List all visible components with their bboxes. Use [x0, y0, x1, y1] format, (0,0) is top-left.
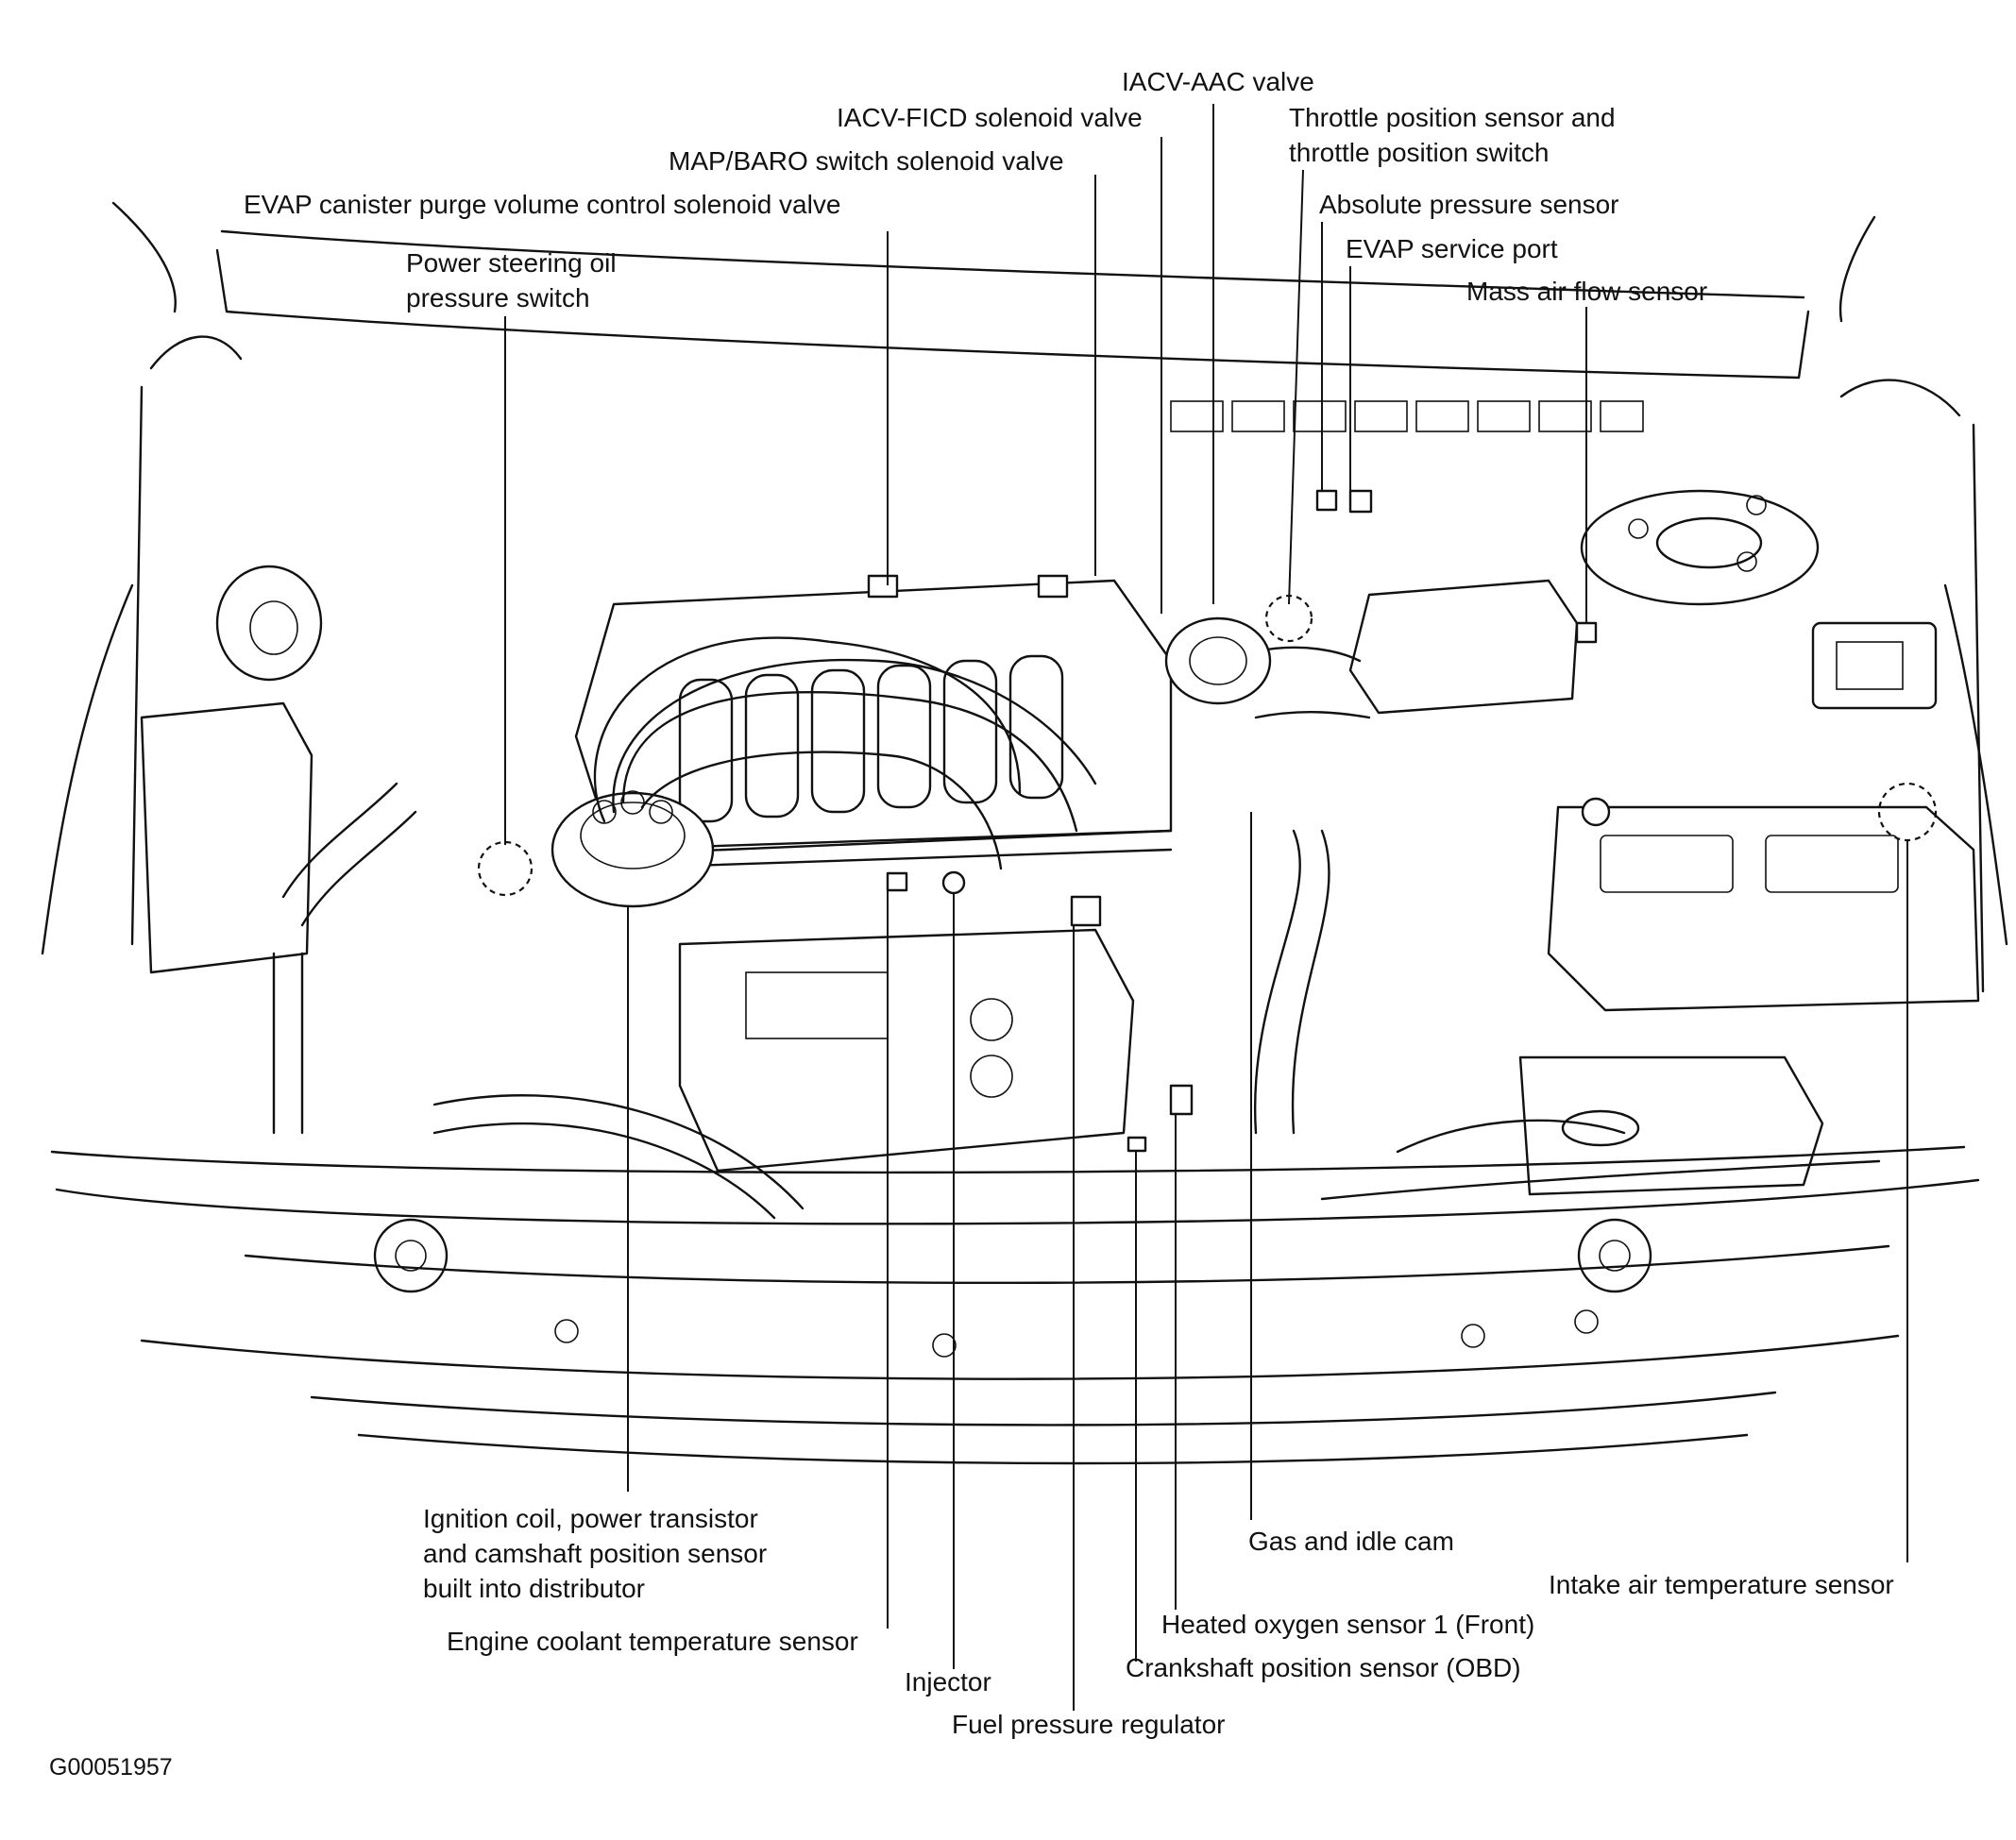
label-iacv-ficd-solenoid-valve: IACV-FICD solenoid valve — [837, 100, 1143, 135]
label-line: IACV-FICD solenoid valve — [837, 103, 1143, 132]
label-absolute-pressure-sensor: Absolute pressure sensor — [1319, 187, 1619, 222]
label-line: Absolute pressure sensor — [1319, 190, 1619, 219]
label-line: built into distributor — [423, 1574, 646, 1603]
leader-lines — [504, 104, 1908, 1711]
label-mass-air-flow-sensor: Mass air flow sensor — [1466, 274, 1707, 309]
label-iacv-aac-valve: IACV-AAC valve — [1122, 64, 1314, 99]
label-intake-air-temperature-sensor: Intake air temperature sensor — [1549, 1567, 1894, 1602]
label-line: Throttle position sensor and — [1289, 103, 1616, 132]
label-line: Engine coolant temperature sensor — [447, 1627, 858, 1656]
label-line: Intake air temperature sensor — [1549, 1570, 1894, 1599]
label-line: Crankshaft position sensor (OBD) — [1126, 1653, 1521, 1682]
label-crankshaft-position-sensor: Crankshaft position sensor (OBD) — [1126, 1650, 1521, 1685]
label-line: Ignition coil, power transistor — [423, 1504, 758, 1533]
label-line: EVAP canister purge volume control solen… — [244, 190, 841, 219]
label-line: Mass air flow sensor — [1466, 277, 1708, 306]
label-line: EVAP service port — [1346, 234, 1558, 263]
label-heated-oxygen-sensor-1: Heated oxygen sensor 1 (Front) — [1161, 1607, 1534, 1642]
label-evap-canister-purge-valve: EVAP canister purge volume control solen… — [244, 187, 840, 222]
label-line: Heated oxygen sensor 1 (Front) — [1161, 1610, 1535, 1639]
label-line: MAP/BARO switch solenoid valve — [669, 146, 1064, 176]
label-line: throttle position switch — [1289, 138, 1550, 167]
label-line: Fuel pressure regulator — [952, 1710, 1226, 1739]
label-ignition-coil-distributor: Ignition coil, power transistor and cams… — [423, 1501, 767, 1606]
label-injector: Injector — [905, 1664, 991, 1699]
label-power-steering-oil-pressure-switch: Power steering oil pressure switch — [406, 245, 617, 315]
label-fuel-pressure-regulator: Fuel pressure regulator — [952, 1707, 1225, 1742]
figure-code: G00051957 — [49, 1754, 173, 1781]
label-map-baro-switch-solenoid-valve: MAP/BARO switch solenoid valve — [669, 143, 1064, 178]
label-line: pressure switch — [406, 283, 590, 312]
label-line: IACV-AAC valve — [1122, 67, 1314, 96]
engine-bay-artwork — [41, 201, 2008, 1465]
label-line: Injector — [905, 1667, 991, 1697]
label-line: Gas and idle cam — [1248, 1527, 1454, 1556]
label-line: and camshaft position sensor — [423, 1539, 768, 1568]
label-engine-coolant-temperature-sensor: Engine coolant temperature sensor — [447, 1624, 858, 1659]
label-line: Power steering oil — [406, 248, 617, 278]
label-evap-service-port: EVAP service port — [1346, 231, 1558, 266]
label-throttle-position-sensor: Throttle position sensor and throttle po… — [1289, 100, 1616, 170]
label-gas-and-idle-cam: Gas and idle cam — [1248, 1524, 1454, 1559]
